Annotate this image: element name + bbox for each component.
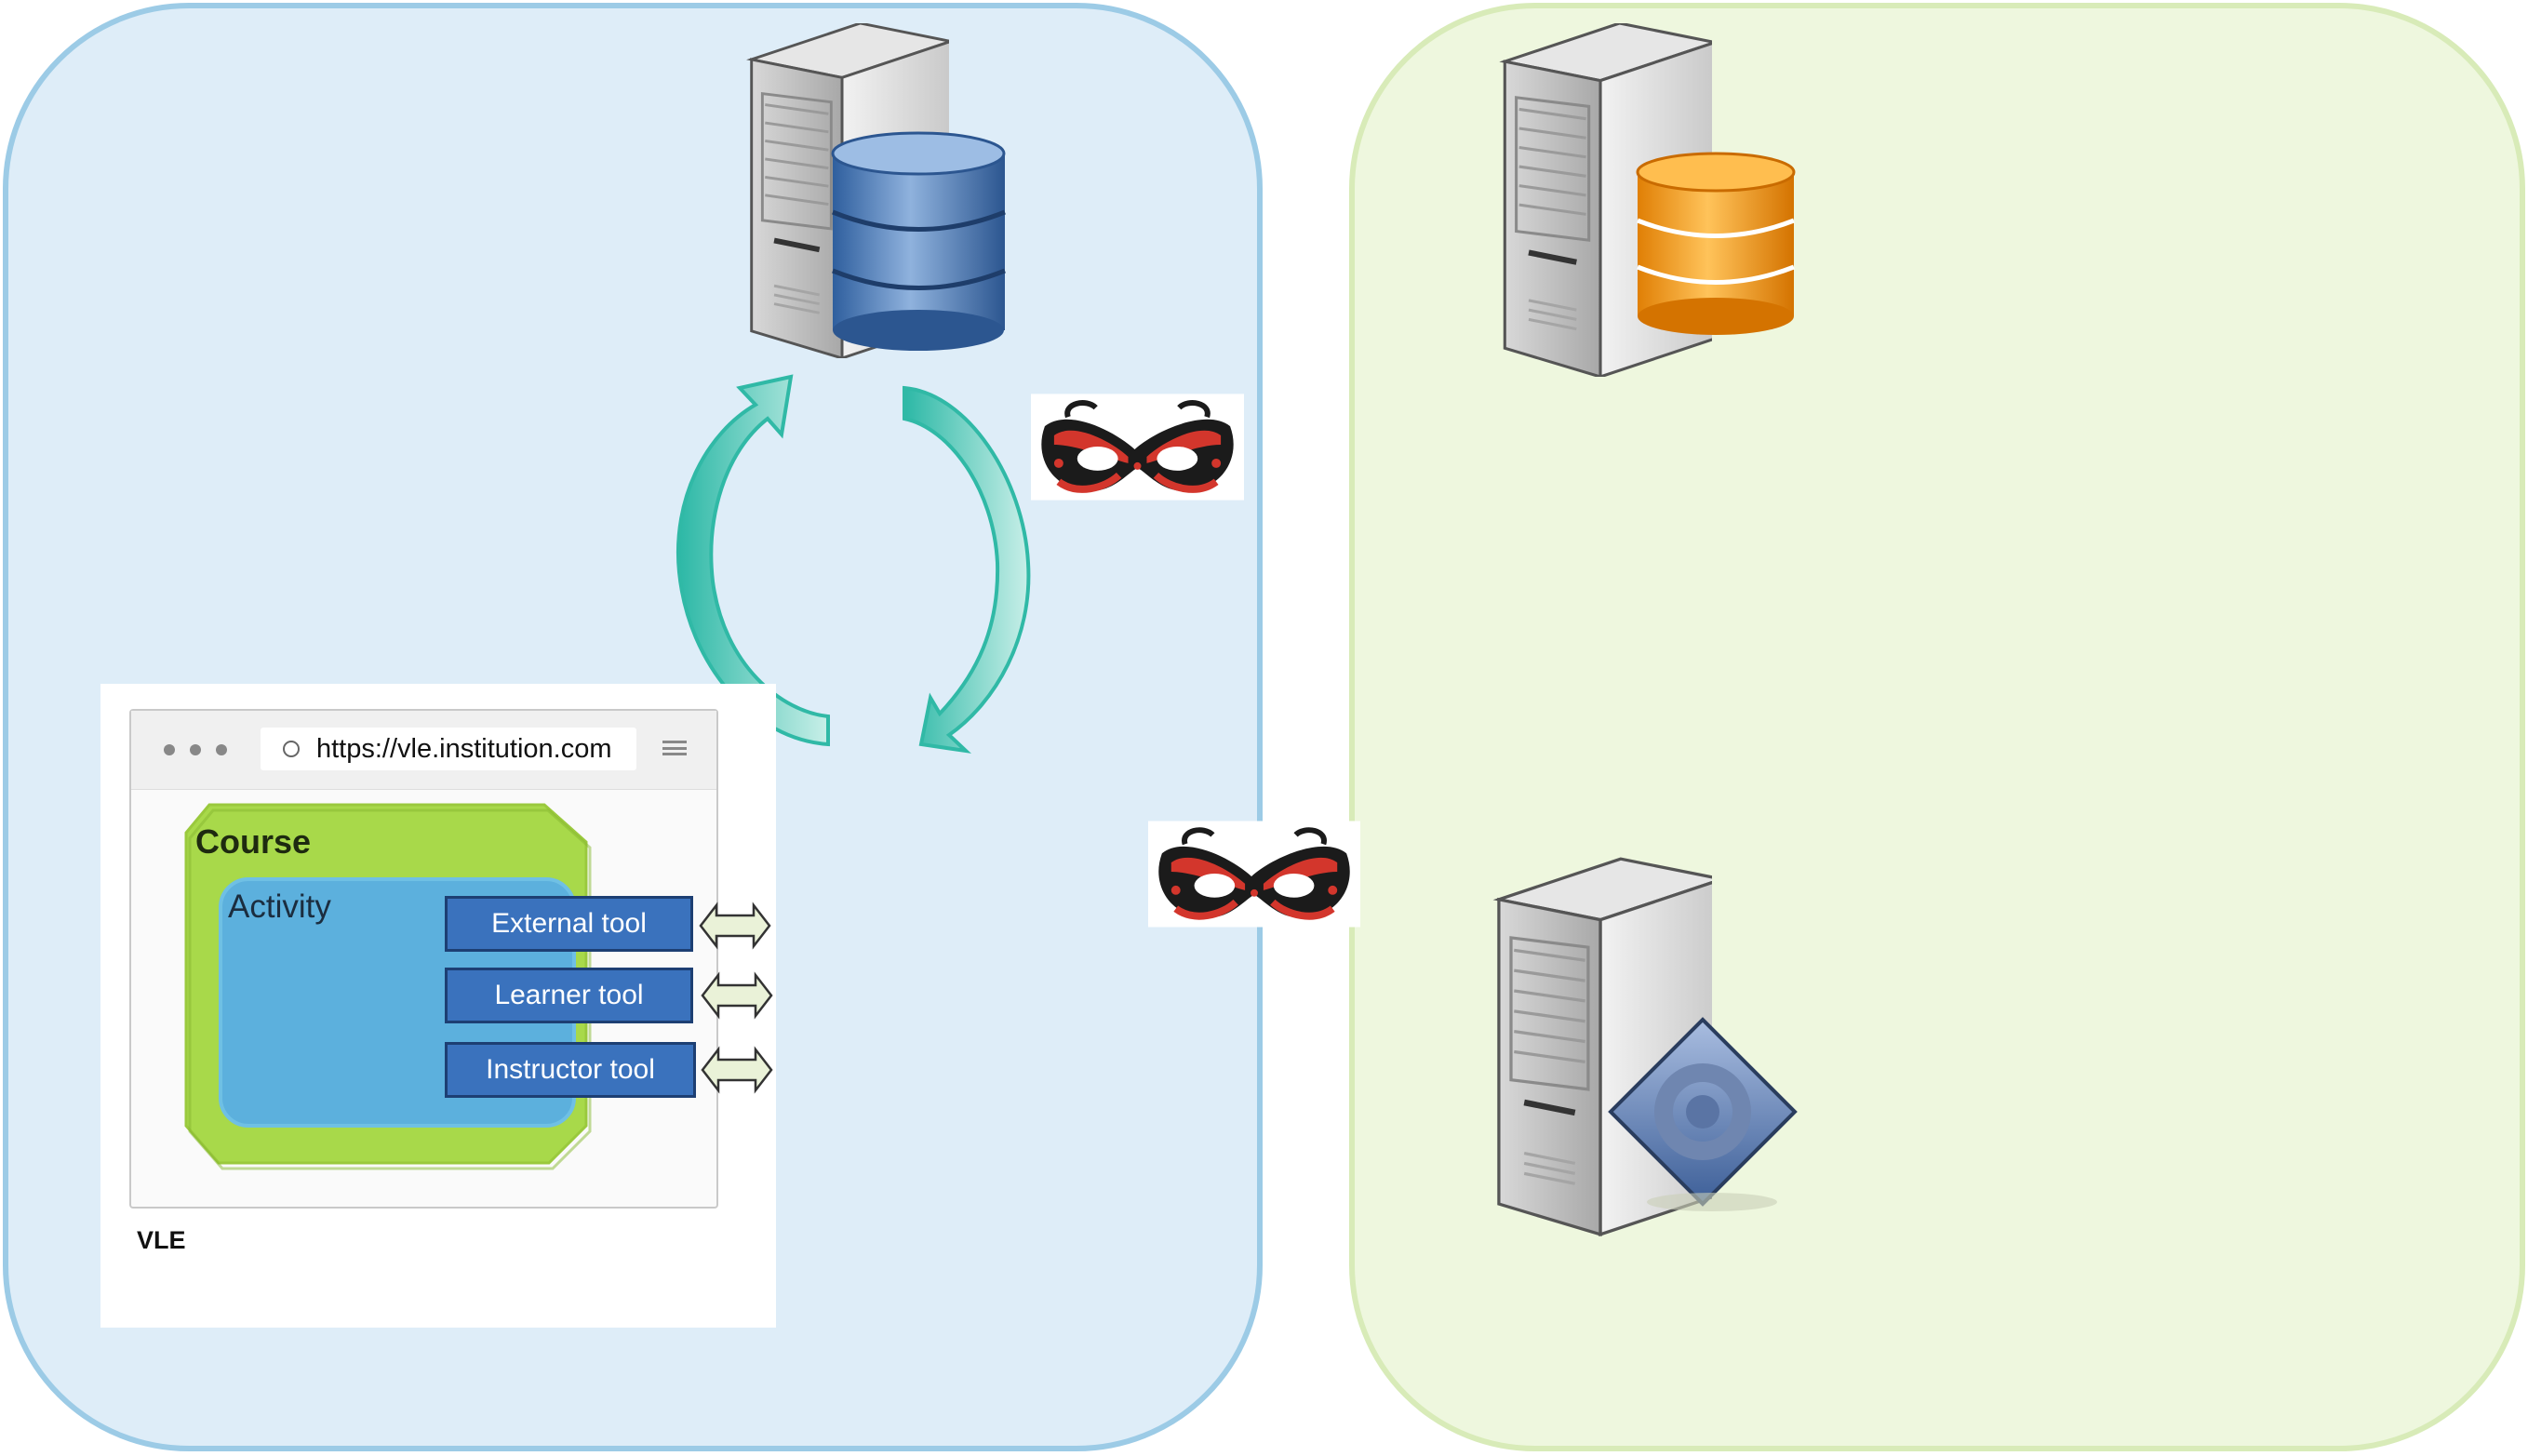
menu-icon[interactable] <box>662 741 687 755</box>
database-blue-icon <box>831 131 1006 351</box>
instructor-tool-button[interactable]: Instructor tool <box>445 1042 696 1098</box>
double-arrow-icon <box>699 902 771 950</box>
server-database-blue-icon <box>735 23 1006 358</box>
database-orange-icon <box>1636 152 1796 335</box>
double-arrow-icon <box>701 971 773 1020</box>
course-label: Course <box>195 822 312 861</box>
address-bar-url: https://vle.institution.com <box>316 734 612 764</box>
double-arrow-icon <box>701 1046 773 1094</box>
address-bar[interactable] <box>261 728 636 770</box>
masquerade-mask-icon <box>1031 394 1244 501</box>
external-tool-button[interactable]: External tool <box>445 896 693 952</box>
window-dot-icon <box>216 744 227 755</box>
cycle-arrows-icon <box>676 374 1031 754</box>
window-dot-icon <box>164 744 175 755</box>
activity-label: Activity <box>228 888 331 925</box>
masquerade-mask-icon <box>1148 821 1360 928</box>
gear-icon <box>1608 1017 1798 1207</box>
server-application-gear-icon <box>1489 856 1798 1237</box>
reload-icon[interactable] <box>283 741 300 757</box>
window-dot-icon <box>190 744 201 755</box>
cycle-arrow-down <box>903 385 1031 754</box>
server-database-orange-icon <box>1489 23 1796 377</box>
cycle-arrow-up <box>676 374 830 747</box>
vle-label: VLE <box>137 1226 186 1254</box>
learner-tool-button[interactable]: Learner tool <box>445 968 693 1023</box>
